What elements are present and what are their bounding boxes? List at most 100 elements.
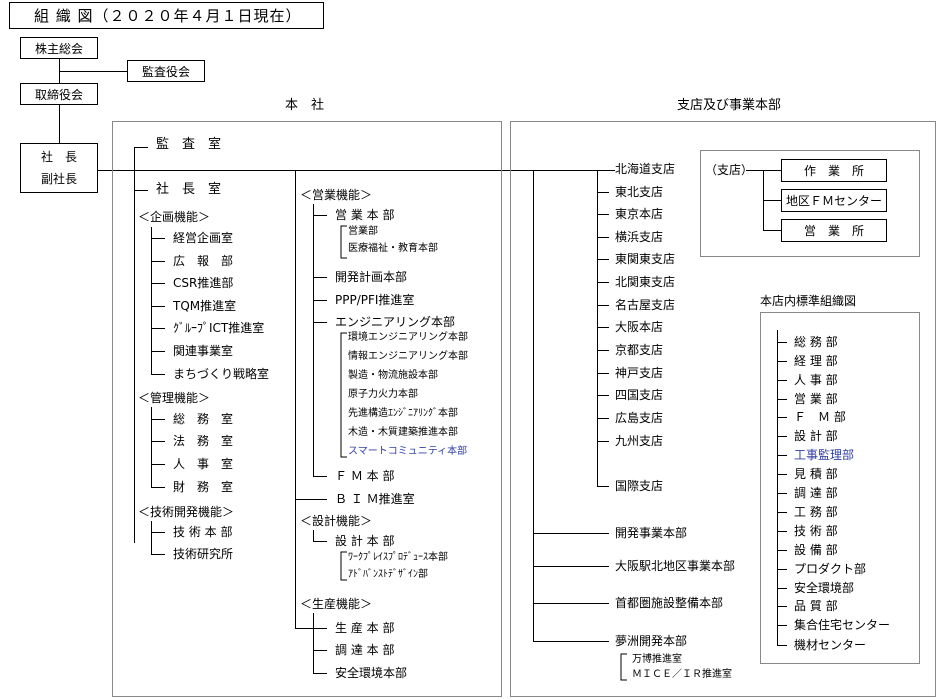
planning-group-label: ＜企画機能＞	[138, 210, 211, 224]
shiten-panel	[700, 150, 920, 257]
branch-tick-9	[597, 395, 609, 396]
branch-item: 東北支店	[615, 185, 664, 199]
worksite-label: 作 業 所	[803, 164, 864, 178]
branch-item: 京都支店	[615, 343, 664, 357]
president-office-tick	[134, 190, 148, 191]
standard-org-trunk	[777, 330, 778, 645]
tech-item: 技 術 本 部	[173, 525, 233, 539]
sales-group-label: ＜営業機能＞	[300, 188, 373, 202]
admin-item: 法 務 室	[173, 434, 234, 448]
president-label: 社 長	[40, 150, 77, 164]
planning-tick-6	[151, 374, 165, 375]
standard-org-item: 品 質 部	[794, 599, 838, 613]
standard-org-tick	[777, 493, 787, 494]
yumeshima-sub-item: ＭＩＣＥ／ＩＲ推進室	[632, 669, 732, 680]
engineering-sub-item: 製造・物流施設本部	[348, 370, 438, 381]
engineering-sub-item: 環境エンジニアリング本部	[348, 332, 468, 343]
business-item: 開発事業本部	[615, 526, 688, 540]
engineering-division: エンジニアリング本部	[335, 315, 456, 329]
sales-division: 営 業 本 部	[335, 208, 395, 222]
planning-tick-3	[151, 306, 165, 307]
engineering-sub-item: 原子力火力本部	[348, 389, 418, 400]
hq-panel	[112, 121, 502, 697]
branch-tick-3	[597, 259, 609, 260]
planning-tick-5	[151, 351, 165, 352]
branches-heading: 支店及び事業本部	[677, 98, 782, 113]
planning-item: 経営企画室	[173, 231, 234, 245]
planning-item: TQM推進室	[173, 299, 237, 313]
sales-sub-bracket	[340, 225, 347, 259]
vice-president-label: 副社長	[40, 172, 77, 186]
branch-tick-12	[597, 486, 609, 487]
standard-org-tick	[777, 436, 787, 437]
standard-org-item: プロダクト部	[794, 562, 867, 576]
branch-tick-6	[597, 327, 609, 328]
standard-org-tick	[777, 417, 787, 418]
standard-org-tick	[777, 380, 787, 381]
production-tick-1	[313, 650, 327, 651]
standard-org-heading: 本店内標準組織図	[760, 294, 857, 308]
admin-tick-3	[151, 487, 165, 488]
standard-org-item: 経 理 部	[794, 354, 838, 368]
hq-left-trunk	[134, 147, 135, 543]
standard-org-tick	[777, 645, 787, 646]
sales-office-label: 営 業 所	[803, 224, 864, 238]
chart-title: 組 織 図（２０２０年４月１日現在）	[9, 2, 324, 29]
standard-org-tick	[777, 474, 787, 475]
president-main-line	[98, 170, 615, 171]
engineering-sub-item: 情報エンジニアリング本部	[348, 351, 468, 362]
admin-group-label: ＜管理機能＞	[138, 391, 211, 405]
shareholders-label: 株主総会	[34, 41, 83, 56]
standard-org-item: 安全環境部	[794, 581, 855, 595]
admin-tick-1	[151, 441, 165, 442]
president-box: 社 長 副社長	[20, 143, 98, 193]
engineering-sub-item: 先進構造ｴﾝｼﾞﾆｱﾘﾝｸﾞ本部	[348, 408, 458, 419]
branch-item: 四国支店	[615, 388, 664, 402]
branch-tick-2	[597, 237, 609, 238]
worksite-box: 作 業 所	[781, 159, 887, 182]
business-tick-2	[533, 603, 609, 604]
auditors-box: 監査役会	[127, 60, 205, 82]
branch-tick-11	[597, 441, 609, 442]
design-tick	[313, 541, 327, 542]
branch-tick-1	[597, 214, 609, 215]
planning-item: まちづくり戦略室	[173, 367, 270, 381]
standard-org-item: 機材センター	[794, 638, 867, 652]
planning-item: 関連事業室	[173, 344, 234, 358]
hq-right-trunk	[295, 170, 296, 628]
branch-tick-0	[597, 192, 609, 193]
tech-tick-0	[151, 532, 165, 533]
board-box: 取締役会	[20, 83, 98, 105]
admin-tick-2	[151, 464, 165, 465]
engineering-tick	[313, 322, 327, 323]
standard-org-tick	[777, 550, 787, 551]
production-tick-2	[313, 673, 327, 674]
sales-sub-item: 営業部	[348, 226, 378, 237]
sales-office-box: 営 業 所	[781, 219, 887, 242]
branch-tick-10	[597, 418, 609, 419]
engineering-sub-item-smart-community: スマートコミュニティ本部	[348, 446, 468, 457]
standard-org-item: 集合住宅センター	[794, 618, 891, 632]
production-item: 安全環境本部	[335, 666, 408, 680]
admin-item: 財 務 室	[173, 480, 234, 494]
shiten-tick-2	[763, 230, 781, 231]
admin-tick-0	[151, 419, 165, 420]
standard-org-item: 設 備 部	[794, 543, 838, 557]
sales-tick-1	[313, 277, 327, 278]
tech-item: 技術研究所	[173, 547, 234, 561]
standard-org-tick	[777, 588, 787, 589]
branch-tick-7	[597, 350, 609, 351]
business-item: 夢洲開発本部	[615, 634, 688, 648]
design-group-label: ＜設計機能＞	[300, 514, 373, 528]
production-trunk	[313, 613, 314, 673]
standard-org-item: 調 達 部	[794, 486, 838, 500]
planning-tick-2	[151, 283, 165, 284]
branch-item: 広島支店	[615, 411, 664, 425]
design-trunk	[313, 530, 314, 541]
design-sub-bracket	[340, 551, 347, 581]
business-tick-0	[533, 533, 609, 534]
audit-office: 監 査 室	[156, 137, 222, 152]
board-president-connector	[59, 105, 60, 143]
planning-trunk	[151, 227, 152, 374]
fm-center-label: 地区ＦＭセンター	[785, 194, 882, 208]
